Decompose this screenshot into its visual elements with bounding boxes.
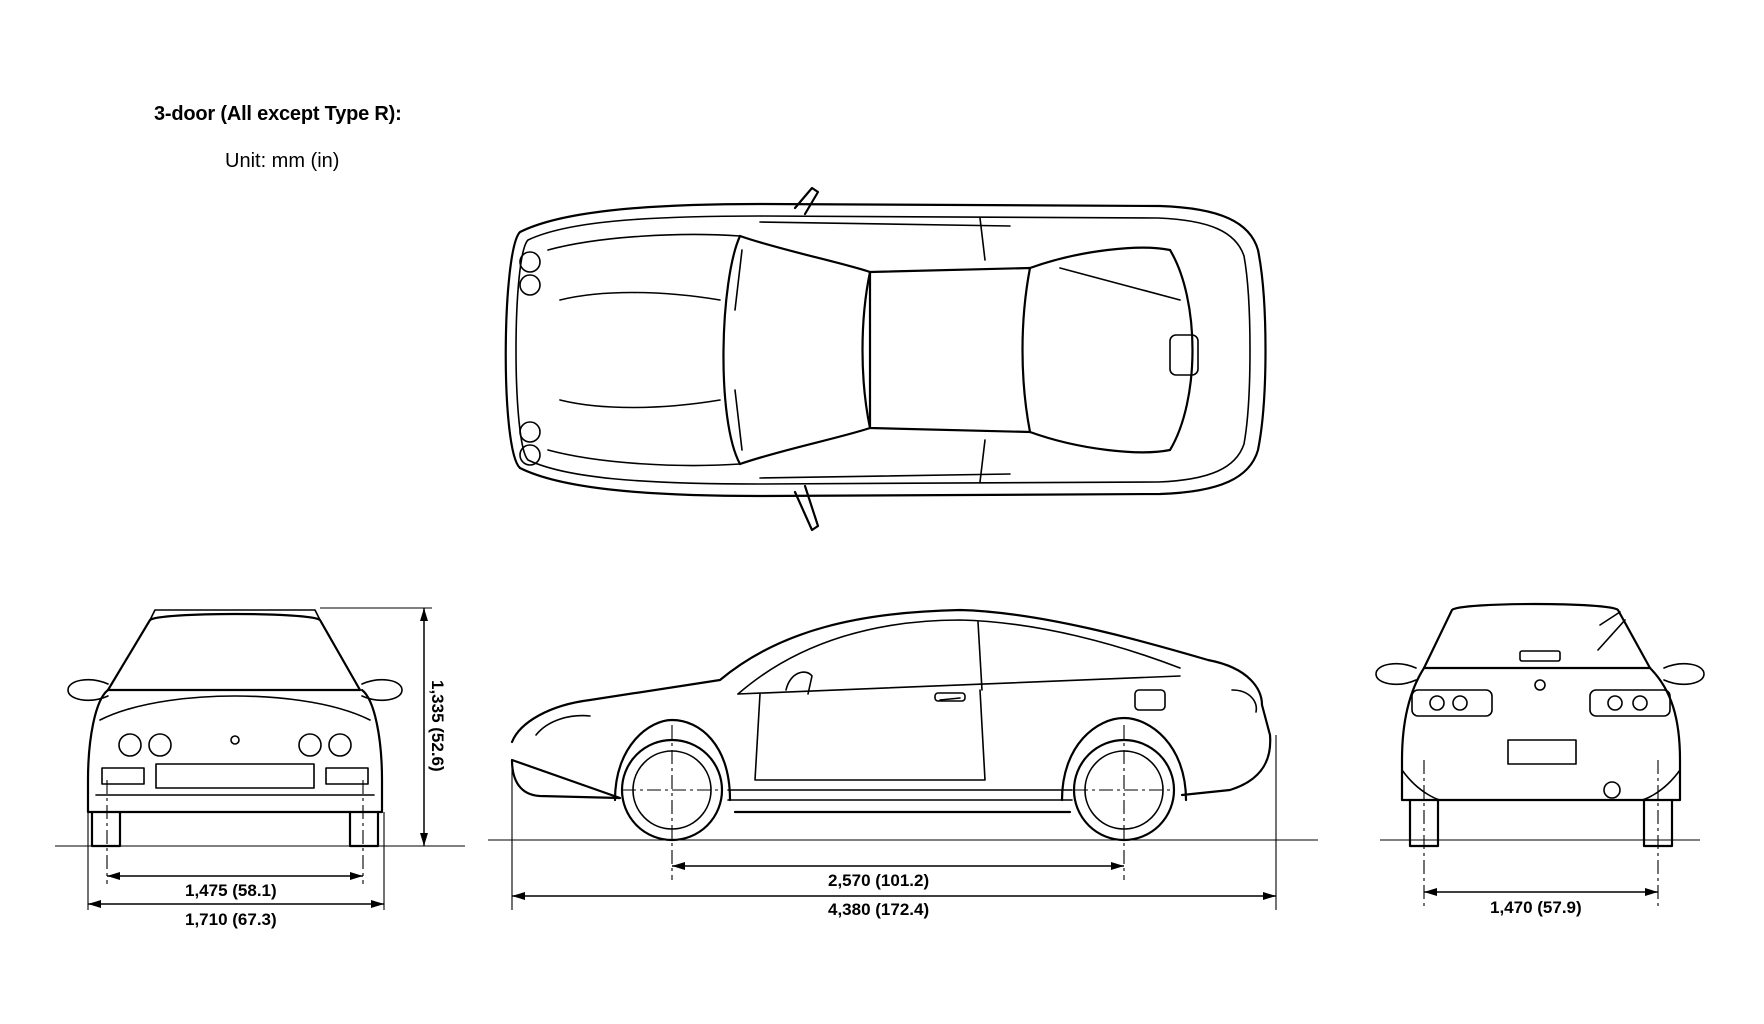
rear-view [1375, 602, 1705, 910]
front-track-label: 1,475 (58.1) [185, 881, 277, 900]
rear-track-label: 1,470 (57.9) [1490, 898, 1582, 917]
diagram-title: 3-door (All except Type R): [154, 103, 402, 125]
overall-width-label: 1,710 (67.3) [185, 910, 277, 929]
overall-length-label: 4,380 (172.4) [828, 900, 929, 919]
front-view [55, 607, 465, 910]
overall-height-label: 1,335 (52.6) [428, 680, 447, 772]
wheelbase-label: 2,570 (101.2) [828, 871, 929, 890]
side-view [488, 608, 1318, 910]
top-view [504, 186, 1267, 532]
unit-label: Unit: mm (in) [225, 150, 340, 172]
